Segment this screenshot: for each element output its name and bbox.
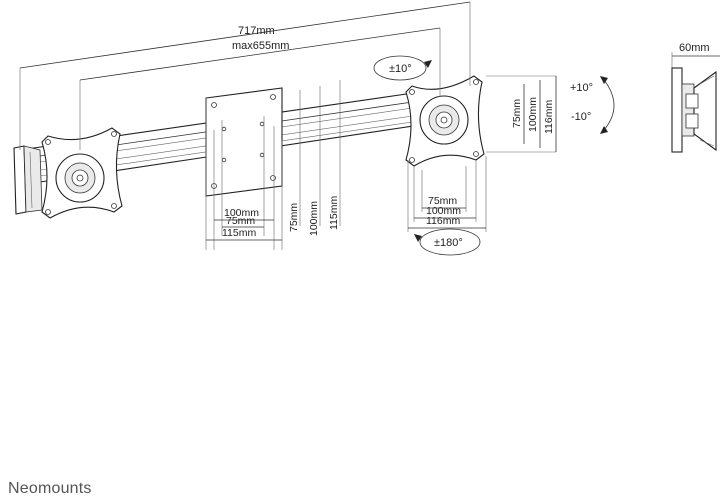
left-w100: 100mm	[224, 207, 259, 219]
left-vesa-plate	[41, 127, 123, 219]
left-h100: 100mm	[308, 201, 320, 236]
right-plate-dimensions: 75mm 100mm 116mm 75mm 100mm 116mm	[407, 75, 557, 232]
rotation-indicator: ±180°	[414, 228, 481, 256]
left-w115: 115mm	[222, 227, 256, 239]
side-view: 60mm	[671, 42, 720, 153]
wall-plate	[205, 87, 283, 197]
overall-width-label: 717mm	[238, 25, 275, 37]
tilt-down-label: -10°	[571, 111, 591, 123]
max-width-dimension: max655mm	[79, 27, 441, 150]
right-vesa-plate	[405, 75, 485, 167]
right-w75: 75mm	[428, 195, 457, 207]
vertical-tilt-indicator: +10° -10°	[570, 76, 615, 134]
right-h116: 116mm	[543, 100, 555, 134]
right-w116: 116mm	[426, 215, 460, 227]
overall-width-dimension: 717mm	[19, 1, 471, 150]
left-plate-dimensions: 75mm 100mm 115mm 75mm 100mm 115mm	[205, 80, 341, 250]
brand-logo: Neomounts	[8, 480, 92, 497]
tilt-up-label: +10°	[570, 82, 593, 94]
depth-label: 60mm	[679, 42, 710, 54]
tilt-label: ±10°	[389, 63, 412, 75]
right-h100: 100mm	[527, 97, 539, 132]
left-w75: 75mm	[226, 215, 255, 227]
right-w100: 100mm	[426, 205, 461, 217]
left-h115: 115mm	[328, 196, 340, 230]
max-width-label: max655mm	[232, 40, 289, 52]
left-h75: 75mm	[288, 203, 300, 232]
right-h75: 75mm	[511, 99, 523, 128]
tilt-indicator: ±10°	[373, 55, 432, 81]
rotation-label: ±180°	[434, 237, 463, 249]
